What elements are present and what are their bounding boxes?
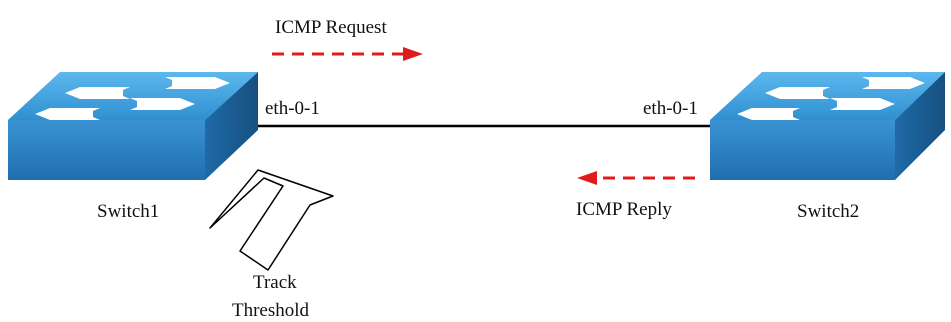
icmp-reply-arrow: [577, 171, 695, 185]
switch2-port-label: eth-0-1: [643, 98, 698, 119]
switch1-name-label: Switch1: [97, 201, 159, 222]
switch2-name-label: Switch2: [797, 201, 859, 222]
switch1-port-label: eth-0-1: [265, 98, 320, 119]
track-threshold-arrow: [209, 169, 334, 271]
switch2-icon: [710, 72, 945, 180]
icmp-request-arrow: [272, 47, 423, 61]
icmp-request-label: ICMP Request: [275, 17, 387, 38]
icmp-reply-label: ICMP Reply: [576, 199, 672, 220]
threshold-label: Threshold: [232, 300, 310, 321]
switch1-icon: [8, 72, 258, 180]
track-label: Track: [253, 272, 297, 293]
